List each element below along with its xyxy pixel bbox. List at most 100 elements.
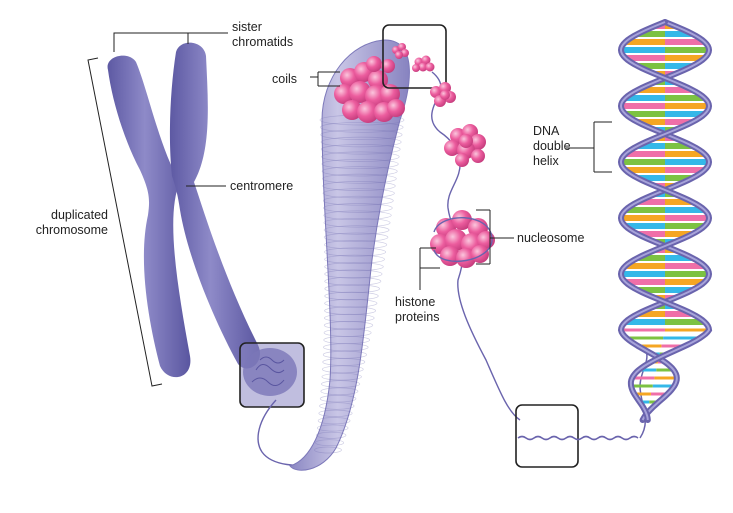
base-pair-half [637,119,665,125]
base-pair-half [656,368,674,372]
base-pair-half [637,87,665,93]
left-chromatid [107,55,191,378]
base-pair-half [637,287,665,293]
supercoil-ring [323,321,374,330]
base-pair-half [665,199,693,205]
supercoil-ring [323,203,393,213]
zoom-box-dna-linker [515,404,579,468]
base-pair-half [665,311,693,317]
base-pair-half [665,223,705,229]
base-pair-half [663,336,700,340]
sister-label-line1: sister [232,20,262,34]
supercoil-ring [324,240,388,250]
base-pair-half [665,215,709,221]
centromere-label: centromere [230,179,294,193]
supercoil-ring [324,269,383,279]
supercoil-ring [321,158,399,170]
base-pair-half [654,376,677,380]
dna-double-helix [617,19,713,423]
supercoil-body [289,39,410,471]
dna-label-line1: DNA [533,124,560,138]
supercoil-ring [322,358,366,366]
base-pair-half [665,279,705,285]
base-pair-half [625,39,665,45]
supercoil-ring [322,195,394,206]
base-pair-half [665,263,705,269]
supercoil-ring [321,365,364,374]
supercoil-ring [322,173,397,184]
base-pair-half [625,95,665,101]
coils-label: coils [272,72,298,86]
dna-double-helix-label: DNA double helix [533,124,571,169]
chromatin-fiber-1 [251,356,285,386]
base-pair-half [665,319,705,325]
base-pair-half [621,328,665,332]
sister-label-line2: chromatids [232,35,294,49]
supercoil-ring [324,306,376,315]
base-pair-half [665,39,705,45]
nucleosome-large [430,210,495,268]
base-pair-half [665,87,693,93]
zoom-box-coil-top [382,24,447,89]
dna-label-line2: double [533,139,571,153]
sister-chromatids-bracket [113,32,228,52]
base-pair-half [637,255,665,261]
base-pair-half [625,263,665,269]
leader-lines [87,32,612,387]
dna-wavy-strand [517,435,639,441]
base-pair-half [639,400,650,404]
coil-histone-cluster [334,56,405,123]
supercoil-ring [318,409,353,417]
supercoil-ring [321,380,361,388]
base-pair-half [625,151,665,157]
base-pair-half [665,111,705,117]
base-pair-half [665,143,693,149]
chromatin-texture [243,348,297,396]
base-pair-half [665,47,709,53]
base-pair-half [625,319,665,325]
coils-bracket [310,71,340,87]
base-pair-half [625,111,665,117]
base-pair-half [625,55,665,61]
supercoil-ring [320,136,402,148]
supercoil-ring [321,166,398,177]
supercoil-ring [320,387,359,396]
base-pair-half [661,344,685,348]
base-pair-half [638,368,657,372]
supercoil-ring [324,276,382,286]
base-pair-half [631,384,653,388]
base-pair-half [621,271,665,277]
supercoil-ring [320,144,401,155]
duplicated-label-line2: chromosome [35,223,108,237]
supercoil-ring [323,335,371,345]
base-pair-half [625,207,665,213]
supercoil-ring [319,121,404,133]
supercoil-ring [324,299,378,308]
supercoil-ring [322,350,367,359]
base-pair-half [638,344,662,348]
supercoil-ring [324,313,375,323]
base-pair-half [637,143,665,149]
dna-helix-bracket [566,121,612,173]
small-nucleosome-cluster-in-box [392,43,435,72]
base-pair-half [665,103,709,109]
base-pair-half [625,223,665,229]
duplicated-chromosome-label: duplicated chromosome [12,208,108,238]
base-pair-half [634,392,651,396]
base-pair-half [665,63,693,69]
base-pair-half [621,215,665,221]
nucleosome-label: nucleosome [517,231,585,245]
base-pair-half [649,400,659,404]
histone-proteins-bracket [419,247,440,290]
supercoil-ring [323,210,392,221]
supercoil-ring [324,291,379,301]
supercoil-ring [322,188,395,199]
supercoil-ring [324,254,385,264]
base-pair-half [665,175,693,181]
right-chromatid [169,42,260,369]
histone-proteins-label: histone proteins [395,295,439,325]
base-pair-half [626,336,664,340]
base-pair-half [621,159,665,165]
